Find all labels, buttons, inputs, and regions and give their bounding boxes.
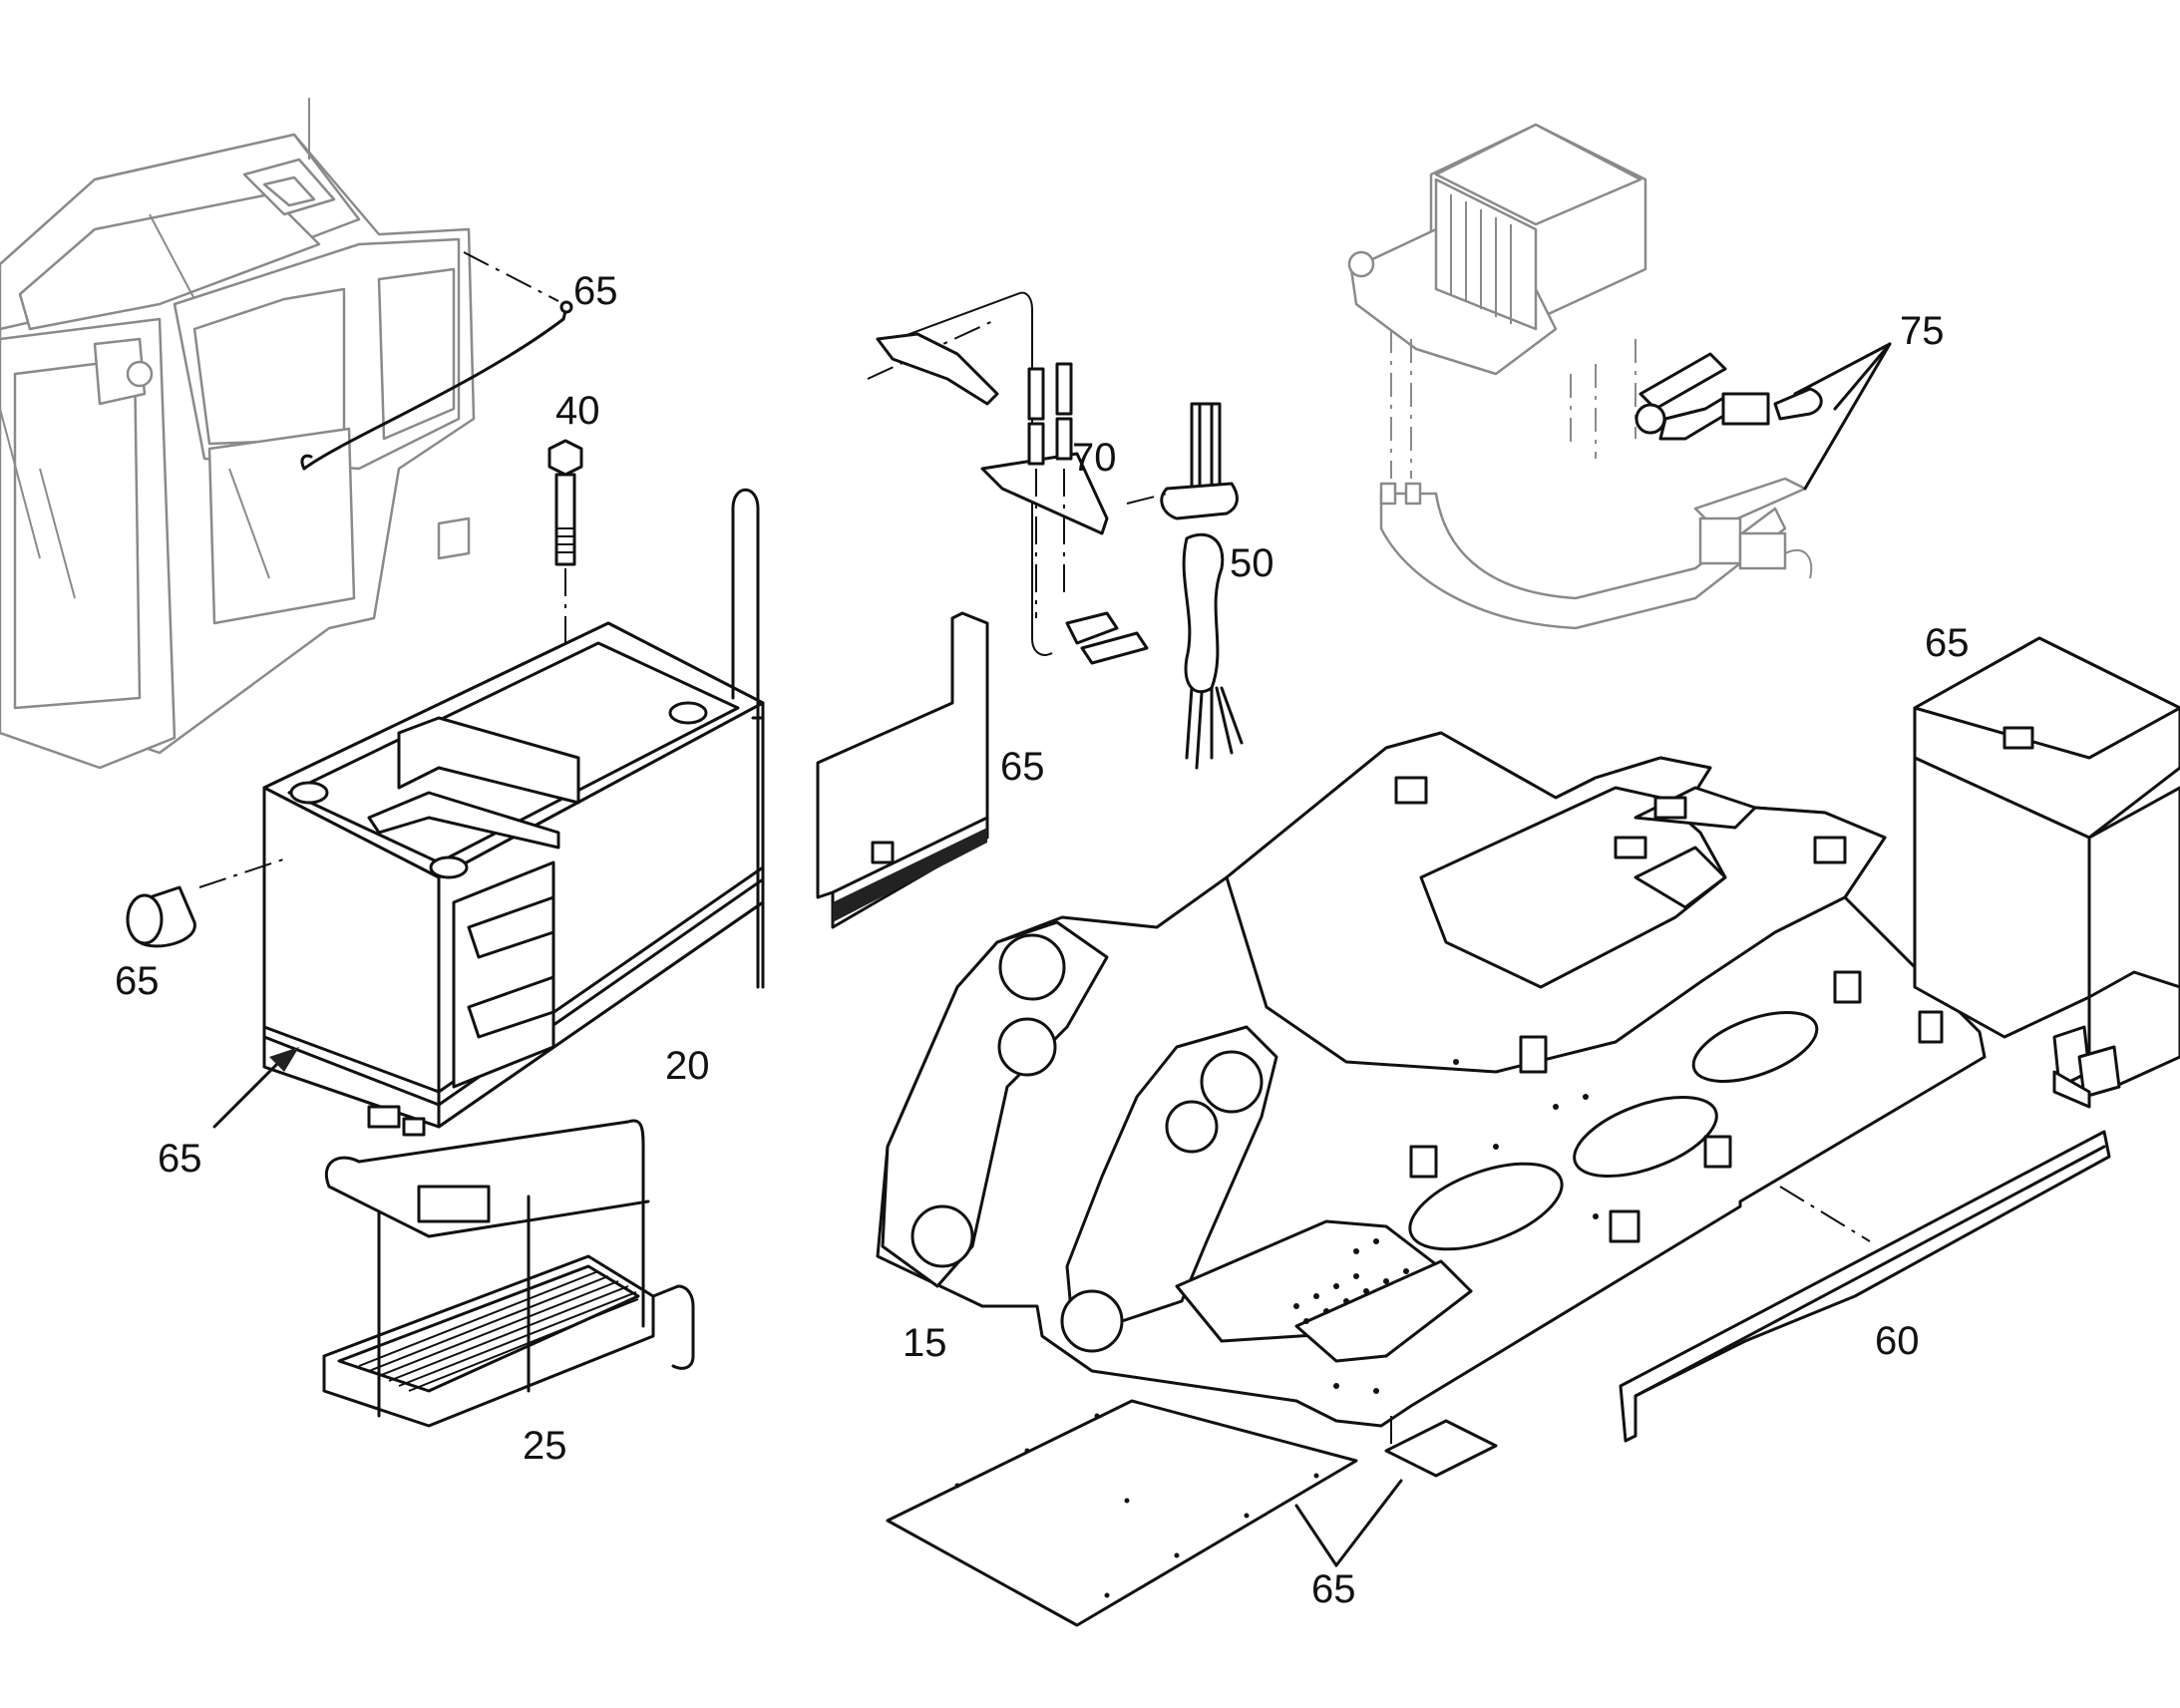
callout-pointers-plates (1294, 1479, 1403, 1567)
leader-line (198, 856, 290, 888)
leader-line (463, 251, 559, 302)
callout-70-bracket: 70 (1072, 436, 1117, 480)
callout-15-frame: 15 (903, 1321, 947, 1365)
access-step (322, 1119, 695, 1428)
hvac-unit (1347, 123, 1813, 630)
callout-20-box: 20 (665, 1044, 710, 1088)
callout-25-step: 25 (523, 1424, 567, 1468)
callout-arrow (212, 1047, 299, 1129)
callout-60-rail: 60 (1875, 1319, 1920, 1363)
tool-box (1913, 636, 2180, 1109)
cap-plug (126, 885, 196, 948)
callout-pointers-75 (1793, 342, 1892, 491)
callout-75-hvac: 75 (1900, 309, 1945, 353)
callout-65-toolbox: 65 (1925, 621, 1970, 665)
storage-box (262, 488, 765, 1137)
callout-65-arrow: 65 (158, 1137, 202, 1181)
side-cover-panel (816, 611, 989, 929)
side-rail (1619, 1130, 2111, 1443)
callout-65-panel: 65 (1000, 745, 1045, 789)
callout-65-cap: 65 (115, 959, 160, 1003)
handrail-rod (300, 300, 573, 471)
bolt (547, 439, 583, 566)
operator-cab (0, 98, 476, 770)
callout-65-plates: 65 (1311, 1567, 1356, 1611)
floor-plate-small (1384, 1419, 1498, 1478)
leader-line (1779, 1186, 1871, 1242)
mounting-bracket (867, 291, 1149, 665)
floor-plate-large (886, 1399, 1358, 1627)
callout-40-bolt: 40 (555, 389, 600, 433)
callout-50-cable: 50 (1230, 541, 1274, 585)
hvac-connector (1635, 352, 1823, 441)
leader-line (1126, 493, 1168, 505)
callout-65-cab-rod: 65 (573, 269, 618, 313)
cable-harness (1160, 402, 1244, 770)
main-frame (876, 731, 1987, 1428)
